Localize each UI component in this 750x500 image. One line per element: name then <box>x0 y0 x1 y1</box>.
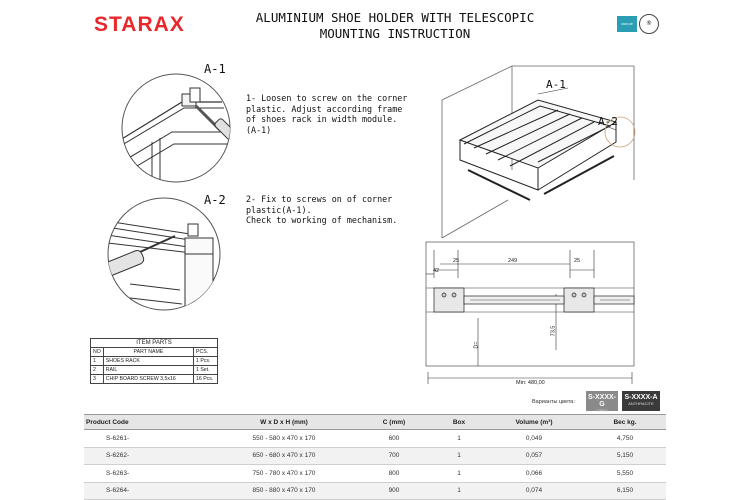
table-row: S-6261- 550 - 580 x 470 x 170 600 1 0,04… <box>84 429 666 448</box>
table-row: S-6264- 850 - 880 x 470 x 170 900 1 0,07… <box>84 482 666 500</box>
dimension-cell: 750 - 780 x 470 x 170 <box>214 464 354 483</box>
dimension-cell: 850 - 880 x 470 x 170 <box>214 482 354 500</box>
step-a2-label: A-2 <box>204 193 226 207</box>
table-row: 1 SHOES RACK 1 Pcs. <box>90 356 218 366</box>
color-options-label: Варианты цвета: <box>532 399 575 405</box>
weight-cell: 4,750 <box>584 429 666 448</box>
product-specs-table: Product Code W x D x H (mm) C (mm) Box V… <box>84 414 666 500</box>
assembly-label-a1: A-1 <box>546 78 566 91</box>
dim-25-right: 25 <box>574 258 581 264</box>
color-swatch-grey: S-XXXX-G GREY <box>586 391 618 413</box>
step-a1-detail-diagram <box>121 73 231 183</box>
col-c: C (mm) <box>354 414 434 430</box>
parts-cell: 3 <box>90 374 104 384</box>
dim-25-left: 25 <box>453 258 460 264</box>
dimension-cell: 650 - 680 x 470 x 170 <box>214 447 354 465</box>
volume-cell: 0,074 <box>484 482 584 500</box>
step-2-instruction: 2- Fix to screws on of corner plastic(A-… <box>246 194 398 225</box>
item-parts-header-row: NO PART NAME PCS. <box>90 347 218 357</box>
box-cell: 1 <box>434 464 484 483</box>
title-line-1: ALUMINIUM SHOE HOLDER WITH TELESCOPIC <box>255 10 535 25</box>
col-box: Box <box>434 414 484 430</box>
c-cell: 700 <box>354 447 434 465</box>
parts-cell: 1 Pcs. <box>193 356 218 366</box>
parts-cell: CHIP BOARD SCREW 3,5x16 <box>102 374 195 384</box>
parts-cell: RAIL <box>102 365 195 375</box>
product-code-cell: S-6261- <box>84 429 214 448</box>
step-1-instruction: 1- Loosen to screw on the corner plastic… <box>246 93 408 135</box>
product-table-header: Product Code W x D x H (mm) C (mm) Box V… <box>84 414 666 430</box>
parts-cell: 1 <box>90 356 104 366</box>
table-row: 3 CHIP BOARD SCREW 3,5x16 16 Pcs. <box>90 374 218 384</box>
title-line-2: MOUNTING INSTRUCTION <box>319 26 471 41</box>
parts-cell: 2 <box>90 365 104 375</box>
col-volume: Volume (m³) <box>484 414 584 430</box>
parts-cell: SHOES RACK <box>102 356 195 366</box>
volume-cell: 0,066 <box>484 464 584 483</box>
starax-logo: STARAX <box>94 13 185 37</box>
product-code-cell: S-6262- <box>84 447 214 465</box>
swatch-name: ANTHRACITE <box>628 401 654 406</box>
dimension-cell: 550 - 580 x 470 x 170 <box>214 429 354 448</box>
swatch-name: GREY <box>596 408 608 413</box>
dim-249: 249 <box>508 258 518 264</box>
registered-badge-icon: ® <box>639 14 659 34</box>
assembly-label-a2: A-2 <box>598 115 618 128</box>
logo-accent: X <box>169 13 185 36</box>
assembly-overview-diagram <box>441 65 636 239</box>
dim-min-width: Min: 480,00 <box>516 380 545 386</box>
step-a1-label: A-1 <box>204 62 226 76</box>
parts-col-pcs: PCS. <box>193 347 218 357</box>
color-swatch-anthracite: S-XXXX-A ANTHRACITE <box>622 391 660 411</box>
c-cell: 800 <box>354 464 434 483</box>
box-cell: 1 <box>434 447 484 465</box>
col-dimensions: W x D x H (mm) <box>214 414 354 430</box>
volume-cell: 0,057 <box>484 447 584 465</box>
table-row: S-6263- 750 - 780 x 470 x 170 800 1 0,06… <box>84 464 666 483</box>
swatch-code: S-XXXX-G <box>587 394 616 408</box>
parts-cell: 1 Set. <box>193 365 218 375</box>
swatch-code: S-XXXX-A <box>624 394 658 401</box>
table-row: 2 RAIL 1 Set. <box>90 365 218 375</box>
step-a2-detail-diagram <box>107 197 221 311</box>
table-row: S-6262- 650 - 680 x 470 x 170 700 1 0,05… <box>84 447 666 465</box>
dim-42: 42 <box>433 268 440 274</box>
item-parts-title: ITEM PARTS <box>90 338 218 347</box>
product-code-cell: S-6264- <box>84 482 214 500</box>
technical-dimension-drawing <box>425 241 635 384</box>
c-cell: 600 <box>354 429 434 448</box>
unique-badge-icon: UNIQUE <box>617 16 637 32</box>
logo-text: STARA <box>94 13 170 36</box>
item-parts-table: ITEM PARTS NO PART NAME PCS. 1 SHOES RAC… <box>90 338 218 384</box>
weight-cell: 5,550 <box>584 464 666 483</box>
parts-cell: 16 Pcs. <box>193 374 218 384</box>
volume-cell: 0,049 <box>484 429 584 448</box>
box-cell: 1 <box>434 482 484 500</box>
c-cell: 900 <box>354 482 434 500</box>
dim-d: D= <box>473 341 480 349</box>
parts-col-no: NO <box>90 347 104 357</box>
col-weight: Вес kg. <box>584 414 666 430</box>
product-code-cell: S-6263- <box>84 464 214 483</box>
box-cell: 1 <box>434 429 484 448</box>
weight-cell: 5,150 <box>584 447 666 465</box>
dim-73-5: 73,5 <box>550 325 557 337</box>
weight-cell: 6,150 <box>584 482 666 500</box>
document-title: ALUMINIUM SHOE HOLDER WITH TELESCOPIC MO… <box>210 10 580 42</box>
parts-col-name: PART NAME <box>102 347 195 357</box>
col-product-code: Product Code <box>84 414 214 430</box>
certification-badges: UNIQUE ® <box>617 14 659 34</box>
